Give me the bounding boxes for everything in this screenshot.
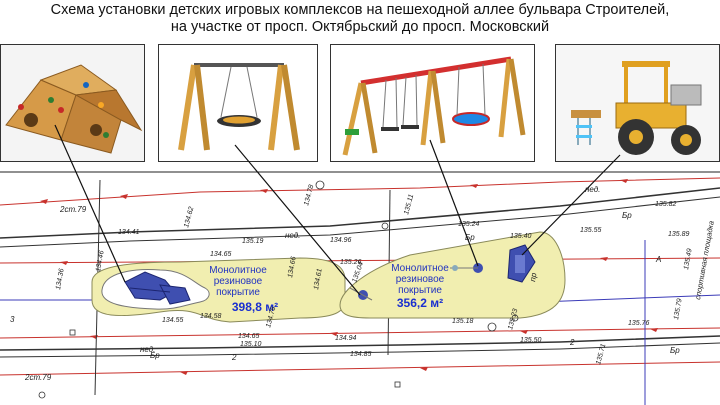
climbing-complex-plan [124,271,191,305]
zone-2-area: 356,2 м² [397,296,443,310]
nest-swing-plan [349,287,373,301]
multi-swing-icon [331,45,534,161]
elevation-label: 134.85 [350,351,372,358]
photo-tractor-playset [555,44,720,162]
label-br: Бр [150,351,160,360]
zone-2-label-line3: покрытие [398,285,442,296]
zone-1-label-line3: покрытие [216,287,260,298]
elevation-label: 135.24 [458,221,480,228]
label-st: 2ст.79 [59,205,87,214]
zone-1-area: 398,8 м² [232,300,278,314]
leader-line-2 [234,144,361,296]
label-letter-a: А [655,255,661,264]
elevation-label: 134.65 [238,333,260,340]
elevation-label: 135.89 [668,231,690,238]
elevation-label: 135.18 [452,318,474,325]
tractor-playset-icon [556,45,719,161]
elevation-label: 134.58 [200,313,222,320]
tractor-complex-plan [507,244,536,283]
elevation-label: 134.66 [287,256,298,278]
nest-swing-icon [159,45,317,161]
elevation-label: 134.94 [335,335,357,342]
title-line-2: на участке от просп. Октябрьский до прос… [170,19,550,35]
survey-line-2 [0,257,720,264]
photo-nest-swing [158,44,318,162]
road-edge-north [0,187,720,239]
elevation-label: 134.62 [183,206,195,229]
play-zone-2 [339,231,566,319]
climbing-pyramid-icon [1,45,144,161]
elevation-label: 135.11 [403,193,415,215]
page-title: Схема установки детских игровых комплекс… [0,2,720,36]
label-br: Бр [622,211,632,220]
road-edge-south [0,335,720,351]
elevation-label: 134.46 [95,250,106,272]
label-st: 2ст.79 [24,373,52,382]
dim-line-east [539,294,720,303]
elevation-label: 135.10 [240,341,262,348]
elevation-label: 135.26 [340,259,362,266]
elevation-label: 134.55 [162,317,184,324]
zone-2-label-line1: Монолитное [391,263,449,274]
survey-line-3 [0,327,720,339]
survey-line-1 [0,177,720,206]
label-ned: нед. [585,185,600,194]
swing-set-plan [450,263,483,273]
leader-line-1 [54,124,126,283]
title-line-1: Схема установки детских игровых комплекс… [50,2,670,18]
elevation-label: 134.61 [313,268,324,290]
plan-symbols [38,180,519,399]
elevation-label: 135.71 [595,343,607,366]
elevation-label: 135.40 [510,233,532,240]
zone-1-label-line1: Монолитное [209,265,267,276]
elevation-label: 135.49 [683,248,694,270]
label-num-3: 3 [10,315,15,324]
survey-line-4 [0,361,720,376]
label-ned: нед. [140,345,155,354]
elevation-label: 135.50 [520,337,542,344]
elevation-label: 134.65 [210,251,232,258]
elevation-label: 134.96 [330,237,352,244]
label-br: Бр [670,346,680,355]
elevation-label: 135.19 [242,238,264,245]
road-edge-north-inner [0,196,720,248]
zone-2-label-line2: резиновое [396,274,445,285]
zone-1-label-line2: резиновое [214,276,263,287]
label-br: Бр [465,233,475,242]
photo-multi-swing [330,44,535,162]
elevation-label: 135.82 [655,201,677,208]
elevation-label: 135.76 [628,320,650,327]
photo-climbing-pyramid [0,44,145,162]
elevation-label: 135.55 [580,227,602,234]
leader-line-4 [521,154,621,256]
label-sport-area: спортивная площадка [693,220,716,300]
label-ps: пр [528,272,538,283]
label-num-2: 2 [231,353,237,362]
elevation-label: 134.41 [118,229,140,236]
leader-line-3 [429,139,479,267]
label-ned: нед. [285,231,300,240]
elevation-label: 135.79 [673,298,684,320]
road-edge-south-inner [0,342,720,358]
label-num-2: 2 [569,338,575,347]
elevation-label: 134.78 [303,184,315,207]
elevation-label: 134.36 [55,268,66,290]
